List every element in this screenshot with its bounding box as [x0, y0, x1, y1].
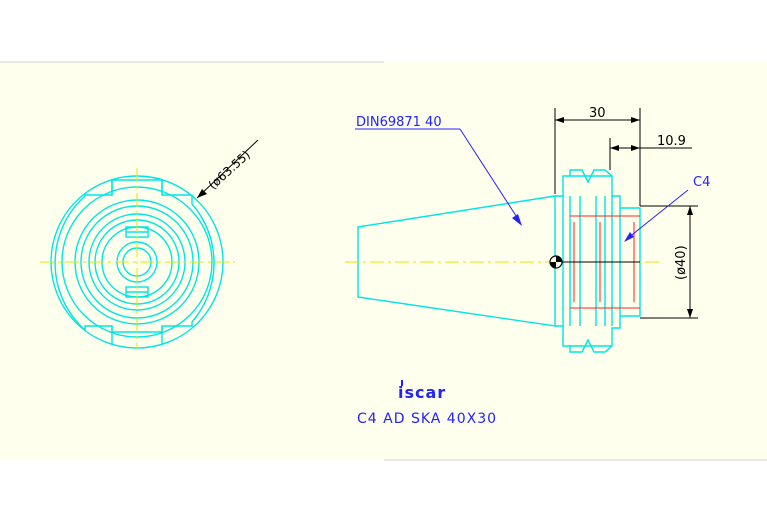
sheet-main	[384, 62, 767, 460]
c4-leader	[624, 189, 689, 242]
dim-length-10-9: 10.9	[657, 134, 686, 149]
drawing-sheets	[0, 61, 767, 461]
label-din-standard: DIN69871 40	[356, 115, 442, 130]
dim-length-30: 30	[589, 106, 606, 121]
front-centerlines	[40, 168, 235, 350]
sheet-bottom	[0, 262, 384, 460]
sheet-left	[0, 62, 384, 262]
iscar-logo: iscar	[398, 380, 446, 402]
part-name: C4 AD SKA 40X30	[357, 411, 497, 427]
dim-diameter-40: (ø40)	[674, 245, 689, 280]
dim-length-30-lines	[554, 108, 641, 206]
logo-text: iscar	[398, 383, 446, 402]
origin-marker	[549, 255, 640, 269]
dim-diameter-40-lines	[640, 205, 698, 319]
din-leader	[355, 128, 522, 226]
label-chamfer: C4	[693, 175, 710, 190]
dim-length-10-9-lines	[609, 138, 692, 170]
